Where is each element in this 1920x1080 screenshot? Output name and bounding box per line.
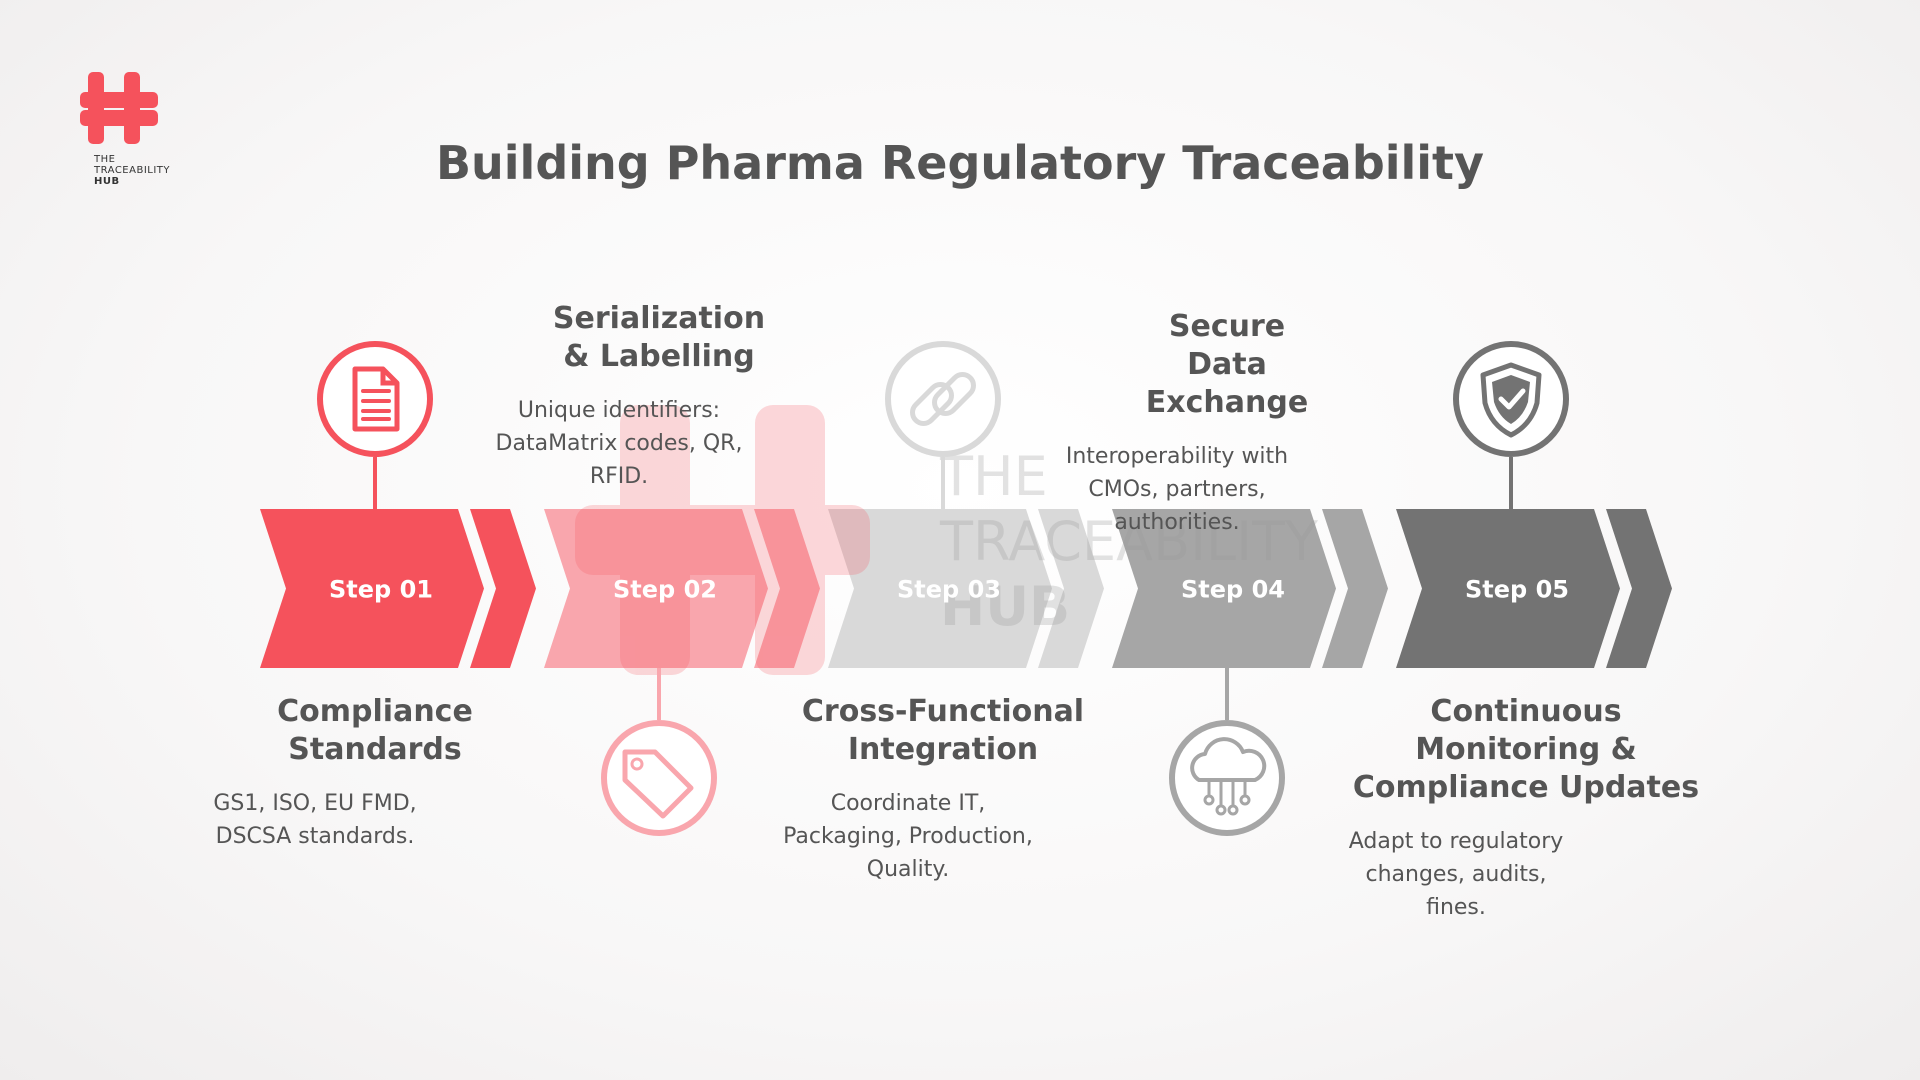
step-description-4: Interoperability with CMOs, partners, au… xyxy=(1065,444,1289,535)
watermark-line-3: HUB xyxy=(940,575,1070,638)
step-label-5: Step 05 xyxy=(1465,576,1569,604)
logo-line-1: THE xyxy=(94,154,116,165)
step-arrow-1 xyxy=(260,509,484,668)
step-description-3: Coordinate IT, Packaging, Production, Qu… xyxy=(783,791,1033,882)
watermark-mark xyxy=(575,405,870,675)
step-chevron-5 xyxy=(1606,509,1672,668)
step-arrow-2 xyxy=(544,509,768,668)
step-chevron-1 xyxy=(470,509,536,668)
watermark-bar-right xyxy=(755,405,825,675)
watermark-bar-top xyxy=(575,505,870,575)
step-text-block-5: Continuous Monitoring & Compliance Updat… xyxy=(1336,693,1716,924)
cloud-network-icon xyxy=(1169,668,1285,836)
watermark-line-1: THE xyxy=(939,445,1048,508)
logo-bar-bottom xyxy=(80,110,158,126)
step-label-3: Step 03 xyxy=(897,576,1001,604)
step-arrow-5 xyxy=(1396,509,1620,668)
step-chevron-3 xyxy=(1038,509,1104,668)
step-description-1: GS1, ISO, EU FMD, DSCSA standards. xyxy=(213,791,417,849)
logo-bar-top xyxy=(80,92,158,108)
step-heading-2: Serialization & Labelling xyxy=(552,301,766,374)
step-heading-4: Secure Data Exchange xyxy=(1145,309,1309,420)
step-heading-1: Compliance Standards xyxy=(277,694,473,767)
step-chevron-4 xyxy=(1322,509,1388,668)
step-description-5: Adapt to regulatory changes, audits, fin… xyxy=(1348,829,1564,920)
step-label-2: Step 02 xyxy=(613,576,717,604)
page-title: Building Pharma Regulatory Traceability xyxy=(435,136,1485,190)
shield-check-icon xyxy=(1453,341,1569,509)
step-heading-3: Cross-Functional Integration xyxy=(801,694,1085,767)
document-icon xyxy=(317,341,433,509)
step-arrow-3 xyxy=(828,509,1052,668)
logo-line-2: TRACEABILITY xyxy=(94,165,171,176)
step-chevron-2 xyxy=(754,509,820,668)
step-label-1: Step 01 xyxy=(329,576,433,604)
link-icon xyxy=(885,341,1001,509)
hash-logo-icon xyxy=(80,72,158,144)
step-arrow-4 xyxy=(1112,509,1336,668)
brand-logo: THE TRACEABILITY HUB xyxy=(80,70,200,187)
step-label-4: Step 04 xyxy=(1181,576,1285,604)
watermark-bar-left xyxy=(620,405,690,675)
step-heading-5: Continuous Monitoring & Compliance Updat… xyxy=(1352,694,1700,805)
tag-icon xyxy=(601,668,717,836)
logo-wordmark: THE TRACEABILITY HUB xyxy=(94,154,200,187)
watermark-line-2: TRACEABILITY xyxy=(939,510,1319,573)
logo-line-3: HUB xyxy=(94,176,120,187)
step-description-2: Unique identifiers: DataMatrix codes, QR… xyxy=(495,398,743,489)
